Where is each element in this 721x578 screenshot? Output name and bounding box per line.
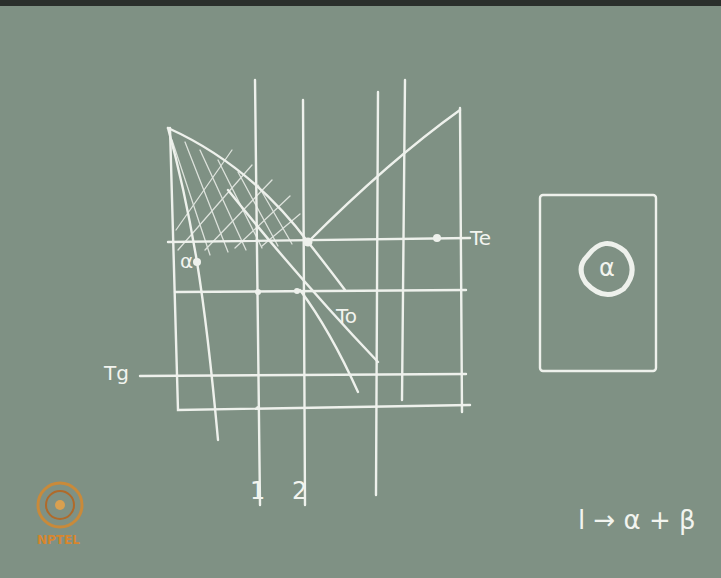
- grain-blob: α: [577, 238, 637, 298]
- chalk-label: 2: [292, 478, 307, 504]
- chalk-label: To: [336, 305, 357, 327]
- chalk-label: 1: [250, 478, 265, 504]
- chalk-label: Tg: [104, 362, 129, 384]
- chalk-label: l → α + β: [578, 506, 696, 535]
- chalk-label: α: [180, 250, 193, 272]
- phase-label: α: [599, 255, 615, 281]
- chalk-label: Te: [470, 227, 491, 249]
- logo-text: NPTEL: [37, 534, 80, 547]
